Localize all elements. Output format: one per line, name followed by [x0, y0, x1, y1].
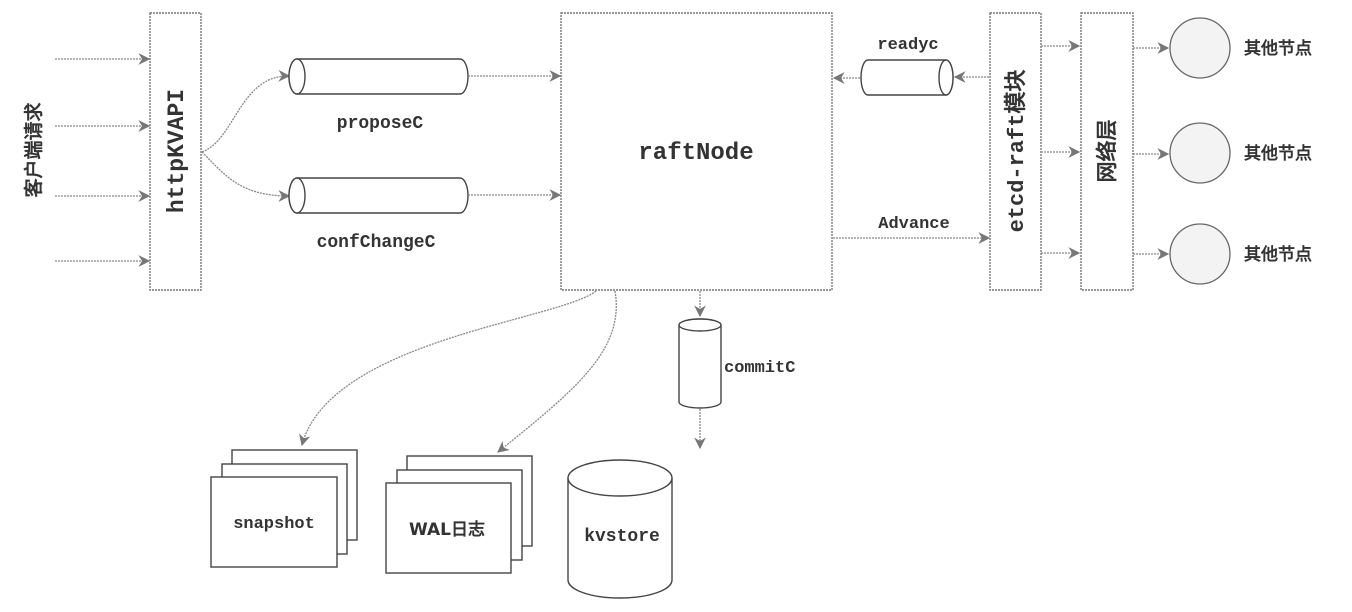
- conf-change-channel: confChangeC: [288, 177, 469, 253]
- wal-log-label: WAL日志: [409, 519, 485, 540]
- peer-node-label: 其他节点: [1244, 244, 1312, 265]
- http-kv-api-label: httpKVAPI: [164, 89, 190, 213]
- raftnode-to-snapshot-connector: [299, 290, 597, 447]
- etcd-raft-module-box: etcd-raft模块: [989, 12, 1042, 291]
- peer-node-label: 其他节点: [1244, 143, 1312, 164]
- network-layer-label: 网络层: [1095, 120, 1119, 183]
- conf-change-channel-label: confChangeC: [317, 233, 436, 253]
- http-kv-api-box: httpKVAPI: [149, 12, 202, 291]
- client-requests-label: 客户端请求: [22, 102, 45, 198]
- commit-channel: commitC: [678, 318, 795, 409]
- wal-log-store: WAL日志: [385, 455, 533, 574]
- ready-channel: readyc: [860, 36, 954, 96]
- peer-node: 其他节点: [1169, 122, 1312, 184]
- peer-node: 其他节点: [1169, 17, 1312, 79]
- commit-channel-label: commitC: [724, 359, 795, 378]
- snapshot-store: snapshot: [210, 449, 358, 568]
- propose-channel-label: proposeC: [337, 114, 424, 134]
- api-to-confchange-connector: [201, 151, 291, 202]
- kvstore-database: [567, 459, 673, 599]
- raft-node-label: raftNode: [638, 140, 753, 167]
- api-to-propose-connector: [201, 69, 291, 153]
- ready-channel-label: readyc: [877, 36, 938, 55]
- advance-label: Advance: [878, 215, 949, 234]
- network-layer-box: 网络层: [1080, 12, 1134, 291]
- kvstore-label: kvstore: [584, 527, 660, 547]
- peer-node: 其他节点: [1169, 223, 1312, 285]
- snapshot-label: snapshot: [233, 515, 315, 534]
- client-request-arrows: [55, 53, 151, 267]
- propose-channel: proposeC: [288, 58, 469, 134]
- peer-node-label: 其他节点: [1244, 38, 1312, 59]
- raftnode-to-wal-connector: [497, 290, 617, 453]
- raft-node-box: raftNode: [560, 12, 833, 291]
- etcd-raft-module-label: etcd-raft模块: [1004, 69, 1030, 233]
